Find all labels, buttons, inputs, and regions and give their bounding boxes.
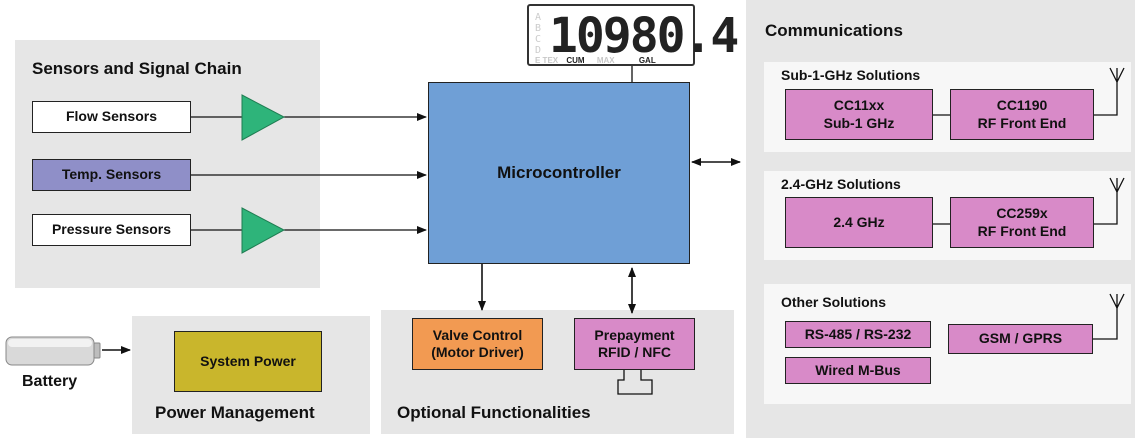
optional-title: Optional Functionalities [397, 403, 591, 422]
pressure-amplifier-icon [241, 207, 286, 254]
cc259x-label-2: RF Front End [977, 222, 1067, 239]
battery-label: Battery [22, 373, 78, 390]
lcd-unit-gal: GAL [638, 56, 656, 65]
gsm-box: GSM / GPRS [948, 324, 1093, 354]
lcd-unit-max: MAX [596, 56, 615, 65]
pressure-sensors-box: Pressure Sensors [32, 214, 191, 246]
cc1190-label-2: RF Front End [977, 114, 1067, 131]
microcontroller-box: Microcontroller [428, 82, 690, 264]
temp-sensors-label: Temp. Sensors [61, 166, 162, 183]
microcontroller-label: Microcontroller [497, 163, 621, 183]
ghz24-title: 2.4-GHz Solutions [781, 176, 901, 192]
nfc-coil-icon [617, 370, 653, 395]
wired-mbus-label: Wired M-Bus [815, 361, 901, 378]
ghz24-chip-label: 2.4 GHz [833, 213, 885, 230]
cc11xx-label-1: CC11xx [833, 97, 885, 113]
lcd-reading: 10980.4 [549, 8, 739, 64]
flow-amplifier-icon [241, 94, 286, 141]
cc259x-box: CC259x RF Front End [950, 197, 1094, 248]
other-solutions-title: Other Solutions [781, 294, 886, 310]
flow-sensors-box: Flow Sensors [32, 101, 191, 133]
system-power-box: System Power [174, 331, 322, 392]
temp-sensors-box: Temp. Sensors [32, 159, 191, 191]
antenna-gsm-icon [1109, 293, 1125, 309]
cc11xx-label-2: Sub-1 GHz [823, 114, 895, 131]
valve-control-label-1: Valve Control [432, 326, 523, 343]
wired-mbus-box: Wired M-Bus [785, 357, 931, 384]
valve-control-label-2: (Motor Driver) [431, 344, 524, 360]
prepayment-box: Prepayment RFID / NFC [574, 318, 695, 370]
antenna-sub1ghz-icon [1109, 67, 1125, 83]
prepayment-label-2: RFID / NFC [597, 344, 672, 360]
cc1190-label-1: CC1190 [996, 97, 1048, 113]
gsm-label: GSM / GPRS [978, 330, 1063, 347]
sensors-title: Sensors and Signal Chain [32, 59, 242, 78]
prepayment-label-1: Prepayment [594, 326, 675, 343]
communications-title: Communications [765, 21, 903, 40]
lcd-unit-cum: CUM [566, 56, 585, 65]
antenna-2-4ghz-icon [1109, 177, 1125, 193]
lcd-units: E TEX CUM MAX GAL [535, 56, 656, 65]
rs485-box: RS-485 / RS-232 [785, 321, 931, 348]
rs485-label: RS-485 / RS-232 [804, 325, 912, 342]
valve-control-box: Valve Control (Motor Driver) [412, 318, 543, 370]
system-power-label: System Power [200, 352, 296, 369]
cc259x-label-1: CC259x [996, 205, 1048, 221]
lcd-unit-etex: E TEX [535, 56, 559, 65]
cc1190-box: CC1190 RF Front End [950, 89, 1094, 140]
power-title: Power Management [155, 403, 315, 422]
battery-icon [5, 336, 101, 366]
pressure-sensors-label: Pressure Sensors [51, 221, 172, 238]
sub1ghz-title: Sub-1-GHz Solutions [781, 67, 921, 83]
flow-sensors-label: Flow Sensors [65, 108, 158, 125]
ghz24-chip-box: 2.4 GHz [785, 197, 933, 248]
cc11xx-box: CC11xx Sub-1 GHz [785, 89, 933, 140]
